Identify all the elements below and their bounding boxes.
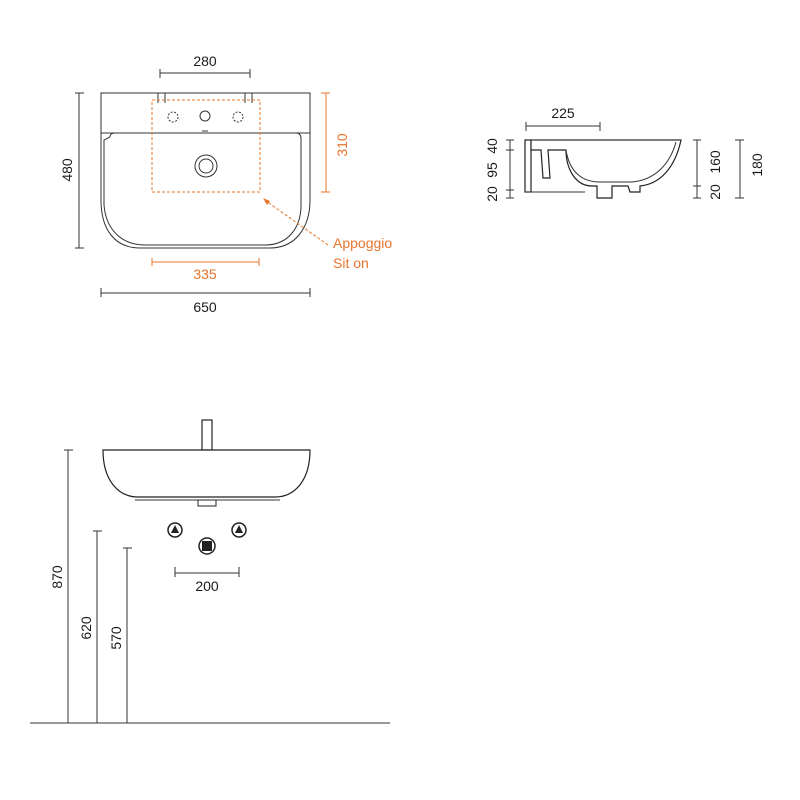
- support-leader: [265, 200, 329, 246]
- tap-hole-left-icon: [167, 111, 179, 123]
- drain-inner-icon: [198, 158, 214, 174]
- support-label-en: Sit on: [333, 255, 369, 271]
- tap-hole-center-icon: [199, 110, 211, 122]
- dim-20-left-label: 20: [484, 186, 500, 202]
- tap-hole-right-icon: [232, 111, 244, 123]
- dim-40-label: 40: [484, 138, 500, 154]
- dim-650-label: 650: [193, 299, 217, 315]
- dim-180-label: 180: [749, 153, 765, 177]
- basin-inner-outline: [103, 132, 302, 246]
- dim-200-label: 200: [195, 578, 219, 594]
- dim-225-label: 225: [551, 105, 575, 121]
- dim-570-label: 570: [108, 626, 124, 650]
- basin-front-body: [102, 449, 311, 498]
- dim-95-label: 95: [484, 162, 500, 178]
- dim-280-label: 280: [193, 53, 217, 69]
- support-label-it: Appoggio: [333, 235, 392, 251]
- dim-20-right-label: 20: [707, 184, 723, 200]
- dim-310-label: 310: [334, 133, 350, 157]
- faucet-icon: [201, 419, 213, 451]
- supply-right-glyph: [235, 525, 243, 533]
- back-wall: [524, 139, 532, 193]
- front-view: 200 870 620 570: [30, 419, 390, 724]
- waste-outlet-icon: [197, 499, 217, 507]
- basin-top-outline: [100, 92, 311, 249]
- drain-outer-icon: [194, 154, 218, 178]
- dim-870-label: 870: [49, 565, 65, 589]
- top-view: 280 480 310 335 650 Appoggio Sit on: [59, 53, 392, 315]
- dim-160-label: 160: [707, 150, 723, 174]
- waste-drain-glyph: [202, 541, 212, 551]
- dim-620-label: 620: [78, 616, 94, 640]
- inner-bowl-curve: [565, 141, 677, 183]
- arrow-head-icon: [263, 198, 270, 205]
- basin-section-shell: [530, 139, 682, 199]
- dim-480-label: 480: [59, 158, 75, 182]
- tap-zone: [151, 99, 261, 193]
- section-view: 225 40 95 20 160 20 180: [484, 105, 765, 202]
- supply-left-glyph: [171, 525, 179, 533]
- dim-335-label: 335: [193, 266, 217, 282]
